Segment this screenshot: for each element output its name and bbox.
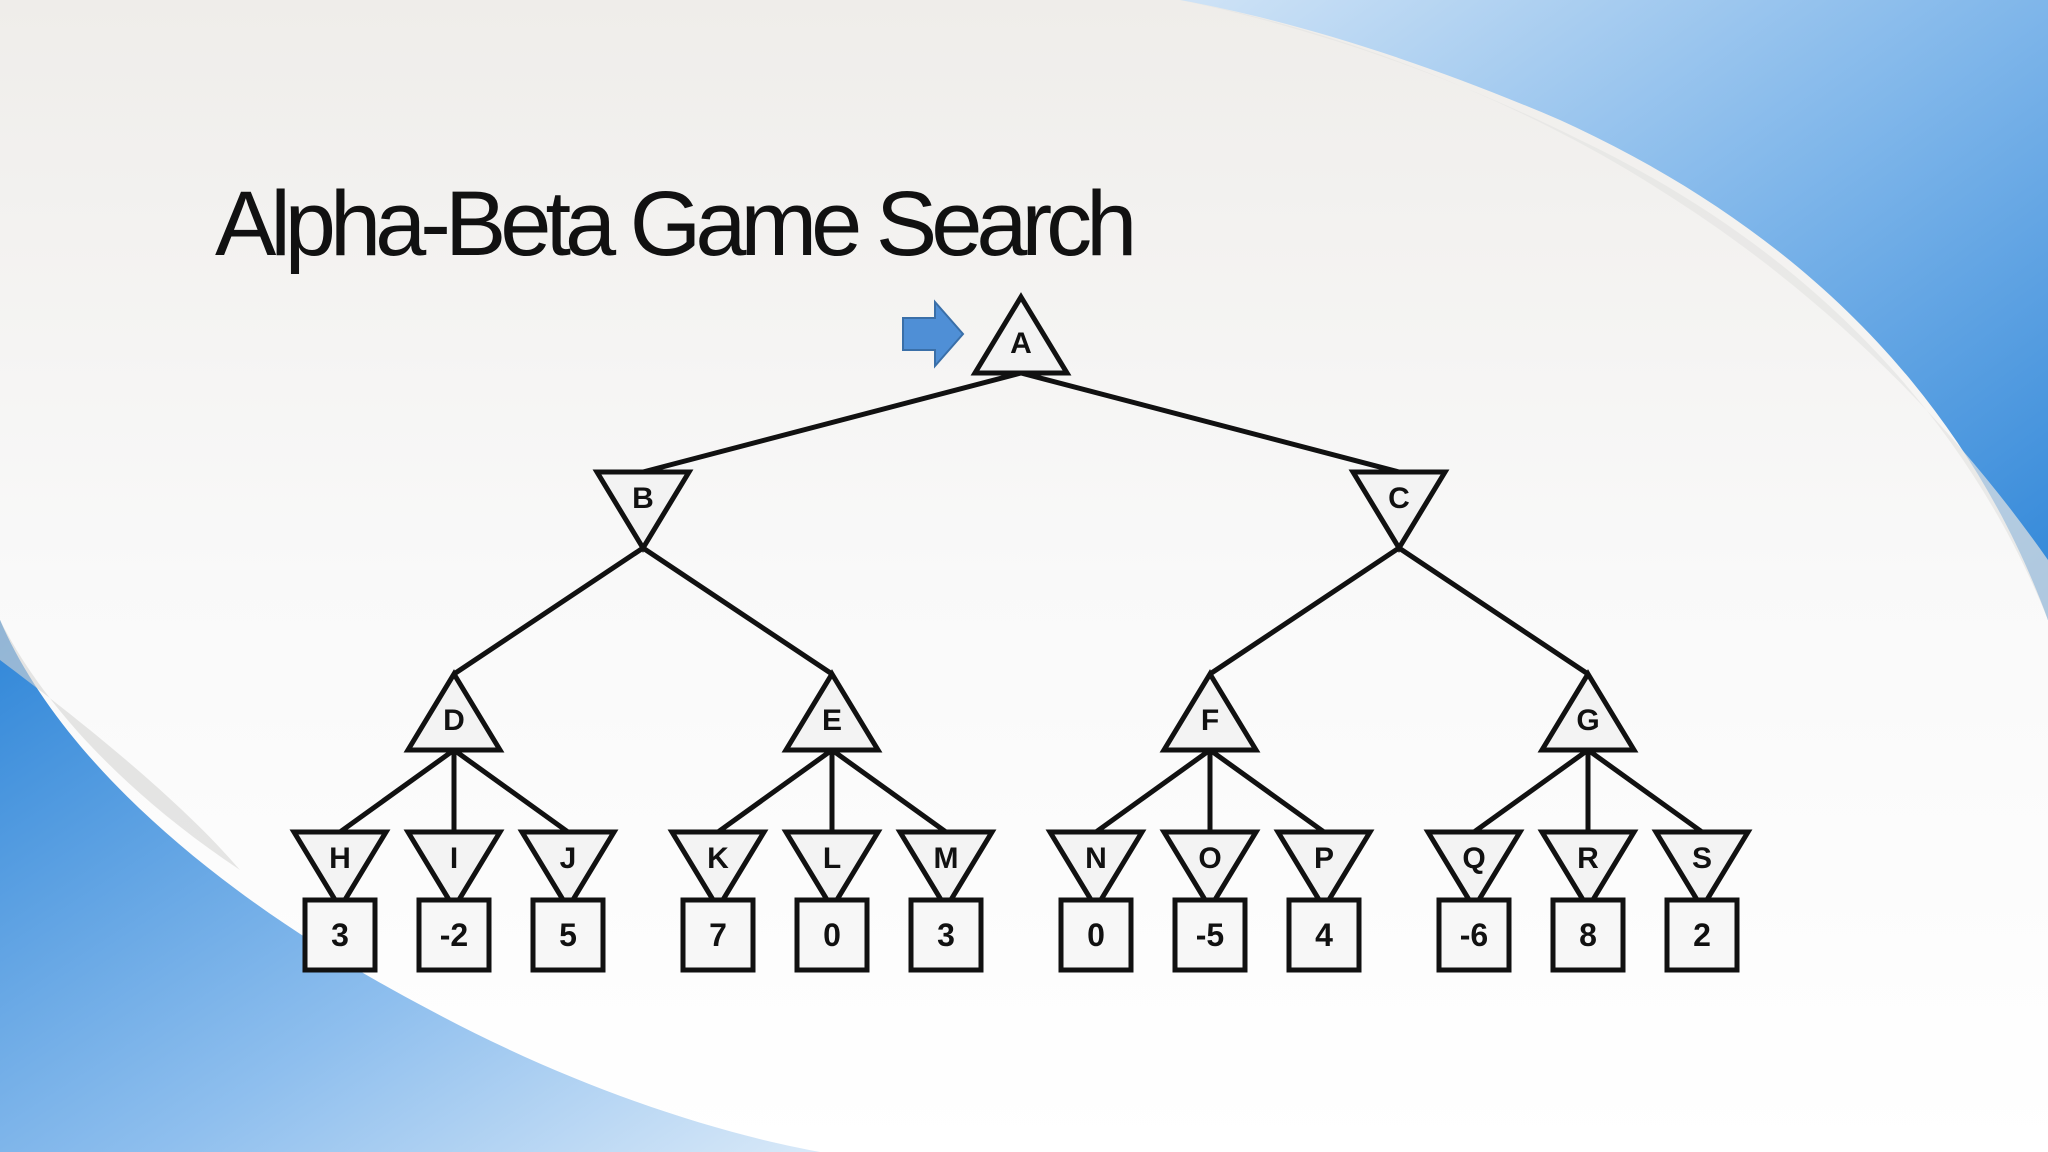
node-J: J: [517, 829, 619, 913]
node-label-D: D: [443, 704, 465, 737]
tree-edge-D-H: [338, 747, 456, 835]
node-E: E: [781, 669, 883, 753]
leaf-value-J: 5: [559, 917, 577, 953]
node-label-P: P: [1314, 842, 1334, 875]
node-label-B: B: [632, 482, 654, 515]
tree-edge-C-G: [1397, 545, 1590, 677]
leaf-box-O: -5: [1172, 897, 1248, 973]
node-M: M: [895, 829, 997, 913]
leaf-value-H: 3: [331, 917, 349, 953]
tree-edge-A-C: [1020, 370, 1400, 475]
node-label-A: A: [1010, 327, 1032, 360]
tree-edge-G-S: [1586, 747, 1704, 835]
leaf-box-J: 5: [530, 897, 606, 973]
node-H: H: [289, 829, 391, 913]
node-S: S: [1651, 829, 1753, 913]
node-K: K: [667, 829, 769, 913]
node-L: L: [781, 829, 883, 913]
tree-edge-E-M: [830, 747, 948, 835]
node-O: O: [1159, 829, 1261, 913]
right-arrow-icon: [902, 299, 965, 369]
node-C: C: [1348, 469, 1450, 553]
tree-edge-E-K: [716, 747, 834, 835]
node-label-H: H: [329, 842, 351, 875]
node-label-G: G: [1576, 704, 1599, 737]
tree-edge-B-D: [452, 545, 645, 677]
tree-nodes: A B C D E F G H I J K L M N O P Q R S: [289, 292, 1753, 913]
leaf-box-P: 4: [1286, 897, 1362, 973]
leaf-value-R: 8: [1579, 917, 1597, 953]
leaf-values: 3 -2 5 7 0 3 0 -5 4 -6 8 2: [302, 897, 1740, 973]
node-label-C: C: [1388, 482, 1410, 515]
leaf-value-L: 0: [823, 917, 841, 953]
node-label-J: J: [560, 842, 577, 875]
tree-edge-C-F: [1208, 545, 1401, 677]
node-label-E: E: [822, 704, 842, 737]
tree-edges: [338, 370, 1704, 835]
node-Q: Q: [1423, 829, 1525, 913]
footer-brand: fppt.com: [1930, 1116, 2038, 1147]
leaf-box-S: 2: [1664, 897, 1740, 973]
node-label-F: F: [1201, 704, 1219, 737]
node-D: D: [403, 669, 505, 753]
leaf-value-P: 4: [1315, 917, 1333, 953]
node-label-K: K: [707, 842, 729, 875]
slide-title: Alpha-Beta Game Search: [215, 173, 1137, 275]
node-label-I: I: [450, 842, 458, 875]
leaf-box-Q: -6: [1436, 897, 1512, 973]
leaf-value-O: -5: [1196, 917, 1224, 953]
node-label-L: L: [823, 842, 841, 875]
leaf-value-N: 0: [1087, 917, 1105, 953]
node-A: A: [970, 292, 1072, 376]
tree-edge-F-N: [1094, 747, 1212, 835]
node-B: B: [592, 469, 694, 553]
tree-edge-B-E: [641, 545, 834, 677]
leaf-box-H: 3: [302, 897, 378, 973]
leaf-value-S: 2: [1693, 917, 1711, 953]
node-label-S: S: [1692, 842, 1712, 875]
tree-edge-D-J: [452, 747, 570, 835]
leaf-box-I: -2: [416, 897, 492, 973]
node-N: N: [1045, 829, 1147, 913]
tree-edge-F-P: [1208, 747, 1326, 835]
leaf-value-Q: -6: [1460, 917, 1488, 953]
leaf-box-K: 7: [680, 897, 756, 973]
tree-edge-A-B: [642, 370, 1022, 475]
node-G: G: [1537, 669, 1639, 753]
node-label-Q: Q: [1462, 842, 1485, 875]
leaf-box-M: 3: [908, 897, 984, 973]
leaf-box-R: 8: [1550, 897, 1626, 973]
node-label-R: R: [1577, 842, 1599, 875]
node-I: I: [403, 829, 505, 913]
leaf-value-I: -2: [440, 917, 468, 953]
node-label-N: N: [1085, 842, 1107, 875]
leaf-value-M: 3: [937, 917, 955, 953]
leaf-box-L: 0: [794, 897, 870, 973]
node-F: F: [1159, 669, 1261, 753]
node-P: P: [1273, 829, 1375, 913]
tree-edge-G-Q: [1472, 747, 1590, 835]
node-label-M: M: [934, 842, 959, 875]
node-R: R: [1537, 829, 1639, 913]
node-label-O: O: [1198, 842, 1221, 875]
leaf-box-N: 0: [1058, 897, 1134, 973]
leaf-value-K: 7: [709, 917, 727, 953]
